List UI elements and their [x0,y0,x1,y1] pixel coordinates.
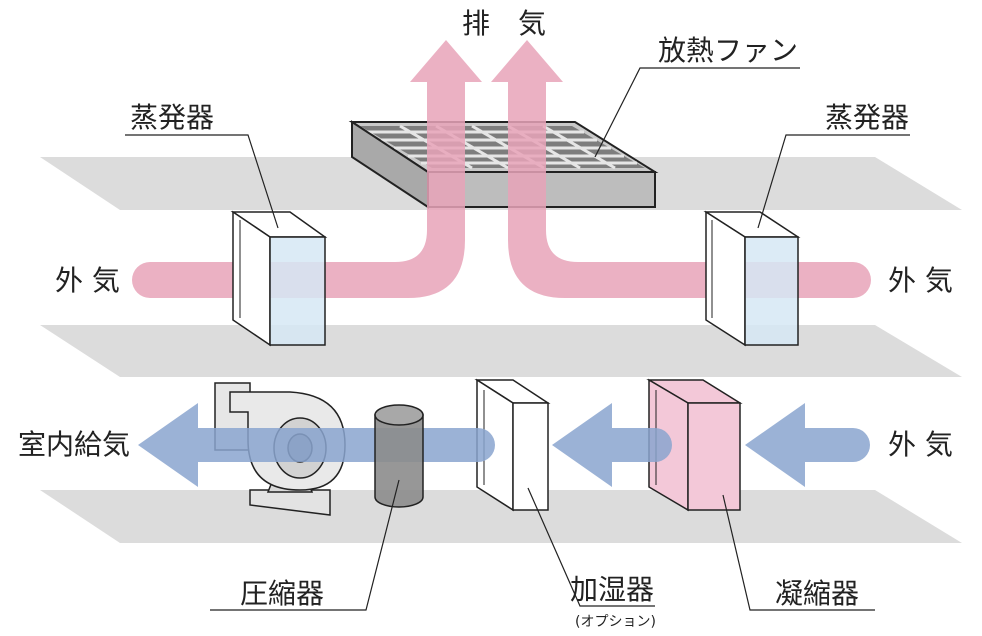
outside-air-lower-label: 外 気 [888,428,953,461]
evaporator-left-label: 蒸発器 [130,101,214,134]
compressor-leader-line [210,479,400,611]
humidifier-label: 加湿器 [570,573,654,606]
leader-lines [125,67,910,611]
condenser-leader-line [722,494,875,611]
outside-air-right-label: 外 気 [888,264,953,297]
fan-leader-line [594,67,800,158]
humidifier-leader-line [527,487,655,607]
humidifier-option-label: (オプション) [575,614,656,630]
condenser [646,378,743,512]
evaporator-left [230,210,328,347]
supply-air-flow [138,403,870,487]
supply-air-label: 室内給気 [18,428,130,461]
evaporator-right [703,210,801,347]
exhaust-label: 排 気 [462,7,546,40]
compressor [374,404,424,508]
outside-air-left-label: 外 気 [55,264,120,297]
fan-label: 放熱ファン [658,34,798,67]
exhaust-flow [132,40,871,298]
evaporator-left-leader-line [125,134,279,229]
compressor-label: 圧縮器 [240,577,324,610]
condenser-label: 凝縮器 [775,577,859,610]
evaporator-right-leader-line [757,134,910,229]
evaporator-right-label: 蒸発器 [825,101,909,134]
middle-floor-plane [40,325,962,377]
